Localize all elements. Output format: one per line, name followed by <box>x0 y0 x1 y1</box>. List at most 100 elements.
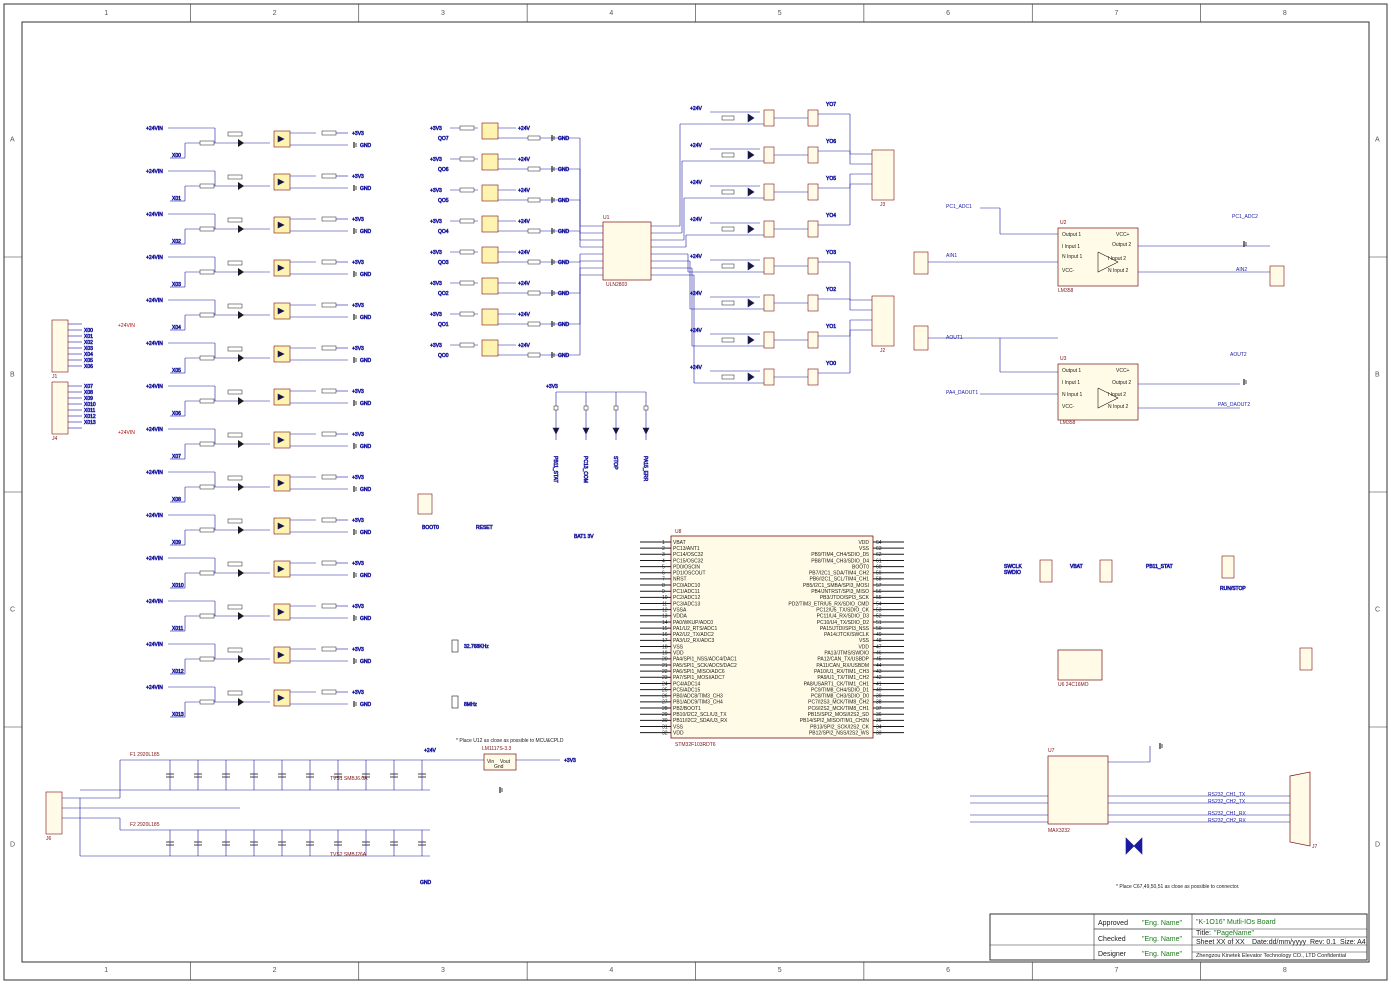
relay-coil-icon <box>763 109 775 127</box>
resistor-icon <box>227 690 243 696</box>
relay-contact-icon <box>807 220 819 238</box>
input-supply-label: +24VIN <box>146 126 163 132</box>
resistor-icon <box>459 187 475 193</box>
mcu-left-pin: PC0/ADC10 <box>673 583 700 589</box>
rail-label: +3V3 <box>352 174 364 180</box>
svg-text:J7: J7 <box>1312 844 1318 850</box>
output-supply-label: +24V <box>518 281 530 287</box>
mcu-left-pin: PA6/SPI1_MISO/ADC6 <box>673 669 725 675</box>
optocoupler-icon <box>481 246 499 264</box>
relay-output-label: YO1 <box>826 324 836 330</box>
mcu-left-pin: PC3/ADC13 <box>673 601 700 607</box>
mcu-left-pin: PA1/U2_RTS/ADC1 <box>673 626 717 632</box>
mcu-right-pin: PB14/SPI2_MISO/TIM1_CH2N <box>800 718 870 724</box>
relay-supply-label: +24V <box>690 254 702 260</box>
fuse-f2-label: F2 2920L185 <box>130 822 160 828</box>
rail-label: +3V3 <box>430 219 442 225</box>
crystal-32k-label: 32.768KHz <box>464 644 489 650</box>
gnd-label: GND <box>360 272 372 278</box>
row-label-right: C <box>1375 607 1380 614</box>
gnd-label: GND <box>360 616 372 622</box>
input-net-label: X012 <box>172 669 184 675</box>
column-label-bottom: 2 <box>273 967 277 974</box>
led-icon <box>238 483 244 491</box>
resistor-icon <box>553 405 559 411</box>
mcu-left-pin-number: 18 <box>662 644 668 650</box>
designer-label: Designer <box>1098 951 1127 958</box>
svg-text:Output 1: Output 1 <box>1062 232 1081 238</box>
resistor-icon <box>227 174 243 180</box>
mcu-right-pin: PB12/SPI2_NSS/I2S2_WS <box>809 730 870 736</box>
mcu-left-pin: PB0/ADC8/TIM3_CH3 <box>673 694 723 700</box>
mcu-left-pin-number: 31 <box>662 724 668 730</box>
svg-text:Vin: Vin <box>487 759 494 765</box>
designer-value: "Eng. Name" <box>1142 951 1183 958</box>
input-net-label: X01 <box>172 196 181 202</box>
rail-label: +3V3 <box>352 303 364 309</box>
rail-label: +3V3 <box>352 389 364 395</box>
relay-supply-label: +24V <box>690 106 702 112</box>
svg-text:AIN2: AIN2 <box>1236 267 1247 273</box>
row-label-right: D <box>1375 842 1380 849</box>
j4-pin-net: X07 <box>84 384 93 390</box>
column-label-top: 8 <box>1283 10 1287 17</box>
resistor-icon <box>227 389 243 395</box>
mcu-right-pin: PA8/USART1_CK/TIM1_CH1 <box>804 681 870 687</box>
opamp-u3: U3 LM358 Output 1 I Input 1 N Input 1 VC… <box>1057 356 1139 426</box>
column-label-top: 6 <box>946 10 950 17</box>
mcu-left-pin-number: 4 <box>662 558 665 564</box>
input-net-label: X03 <box>172 282 181 288</box>
input-supply-label: +24VIN <box>146 255 163 261</box>
opto-led-icon <box>277 436 285 444</box>
svg-text:N Input 1: N Input 1 <box>1062 254 1083 260</box>
column-label-top: 3 <box>441 10 445 17</box>
opto-led-icon <box>277 694 285 702</box>
mcu-right-pin: PC12/U5_TX/SDIO_CK <box>816 607 869 613</box>
input-supply-label: +24VIN <box>146 298 163 304</box>
input-supply-label: +24VIN <box>146 384 163 390</box>
relay-supply-label: +24V <box>690 180 702 186</box>
resistor-icon <box>527 166 541 172</box>
mcu-right-pin-number: 33 <box>876 730 882 736</box>
svg-text:LM358: LM358 <box>1058 288 1074 294</box>
resistor-icon <box>321 646 337 652</box>
mcu-right-pin: BOOT0 <box>852 564 869 570</box>
mcu-left-pin-number: 32 <box>662 730 668 736</box>
mcu-right-pin-number: 57 <box>876 583 882 589</box>
gnd-label: GND <box>360 143 372 149</box>
status-led-label: PB11_STAT <box>552 456 558 483</box>
relay-led-icon <box>747 298 755 308</box>
mcu-left-pin: PB10/I2C2_SCL/U3_TX <box>673 712 727 718</box>
mcu-left-pin-number: 10 <box>662 595 668 601</box>
gnd-label: GND <box>360 444 372 450</box>
mcu-right-pin: PB8/TIM4_CH3/SDIO_D4 <box>811 558 869 564</box>
relay-output-label: YO4 <box>826 213 836 219</box>
opto-led-icon <box>277 565 285 573</box>
mcu-left-pin: VSS <box>673 724 684 730</box>
input-connector-j1: J1 <box>51 319 69 380</box>
mcu-right-pin: PC11/U4_RX/SDIO_D3 <box>817 614 870 620</box>
svg-text:J1: J1 <box>52 374 58 380</box>
led-icon <box>238 182 244 190</box>
relay-contact-icon <box>807 331 819 349</box>
gnd-label: GND <box>360 186 372 192</box>
status-led-icon <box>552 427 560 435</box>
mcu-right-pin: PA14/JTCK/SWCLK <box>824 632 870 638</box>
output-net-label: QO5 <box>438 198 449 204</box>
rail-label: +3V3 <box>352 647 364 653</box>
resistor-icon <box>321 474 337 480</box>
resistor-icon <box>459 156 475 162</box>
resistor-icon <box>721 115 735 121</box>
gnd-label: GND <box>360 573 372 579</box>
svg-text:STM32F103RDT6: STM32F103RDT6 <box>675 742 716 748</box>
opto-led-icon <box>277 307 285 315</box>
svg-text:LM358: LM358 <box>1060 420 1076 426</box>
mcu-left-pin: PA0/WKUP/ADC0 <box>673 620 713 626</box>
title-block: Approved "Eng. Name" Checked "Eng. Name"… <box>989 913 1368 961</box>
rail-label: +3V3 <box>352 475 364 481</box>
